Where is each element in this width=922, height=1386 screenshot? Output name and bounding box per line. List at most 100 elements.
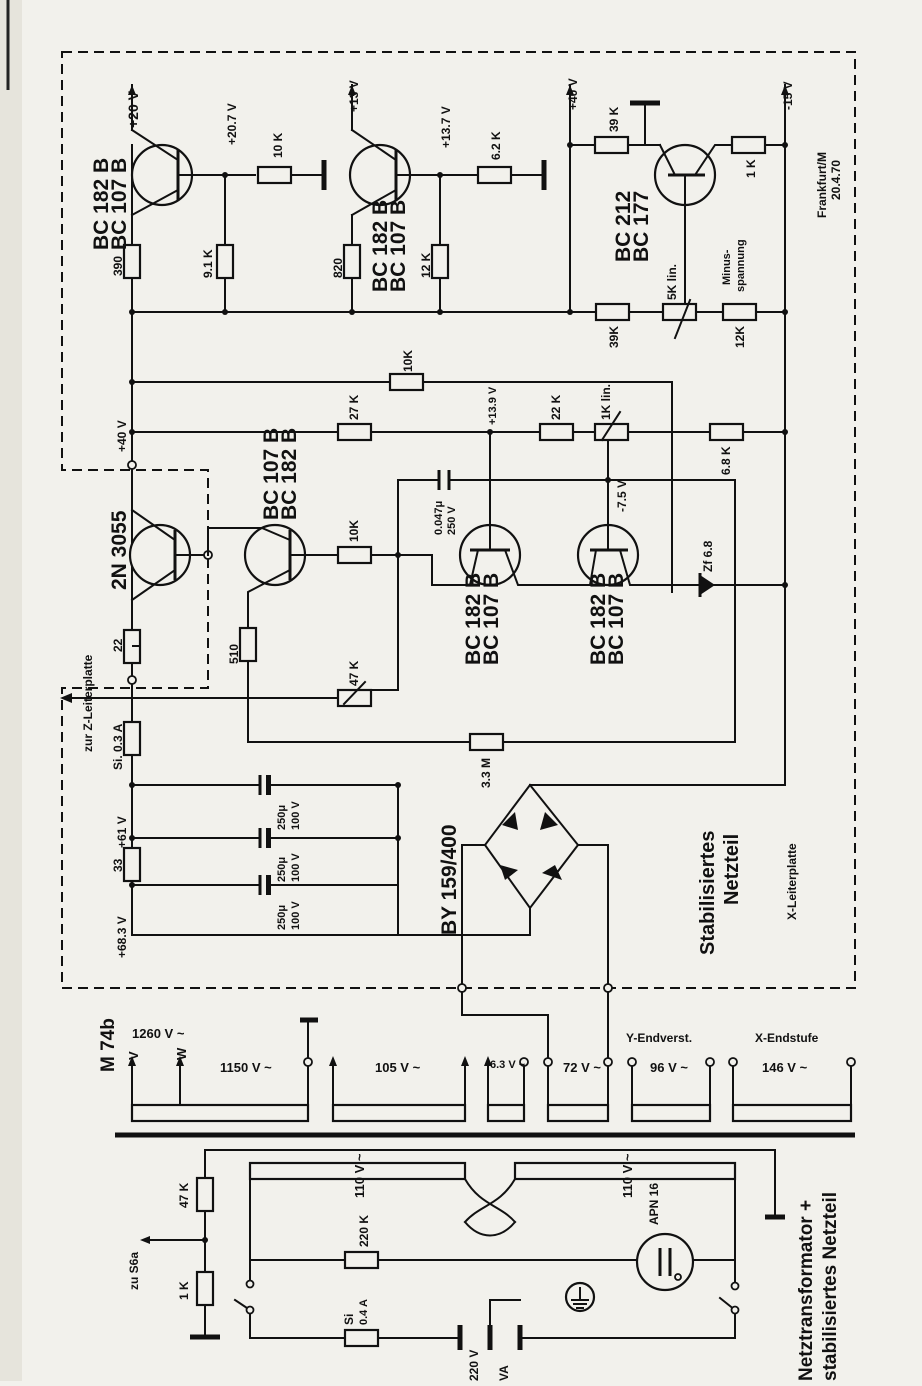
label-s2: 105 V ~ (375, 1060, 421, 1075)
label-t2-b: BC 107 B (387, 200, 410, 292)
wire-earth (489, 1299, 521, 1326)
label-zener: Zf 6.8 (701, 540, 715, 572)
label-r68k: 6.8 K (719, 446, 733, 475)
label-stab-1: Stabilisiertes (697, 830, 719, 955)
wire-filter-caps (131, 784, 399, 936)
wire-10k-feedback (131, 381, 673, 593)
transformer-secondaries (130, 1017, 853, 1123)
resistor-47k-arrow (342, 680, 367, 706)
label-v40b: +40 V (115, 420, 129, 452)
label-r39k-a: 39 K (607, 106, 621, 132)
label-t7-b: BC 107 B (605, 573, 628, 665)
arrow-minus15v (781, 85, 789, 95)
label-c047-b: 250 V (446, 506, 458, 535)
label-r10k-c: 10K (347, 520, 361, 542)
label-r27k: 27 K (347, 394, 361, 420)
label-c1-b: 100 V (290, 801, 302, 830)
label-frankfurt: Frankfurt/M (815, 152, 829, 218)
resistor-9k1 (215, 243, 235, 280)
transistor-t5 (207, 523, 339, 629)
label-c2-b: 100 V (290, 853, 302, 882)
resistor-12k-b (721, 302, 758, 322)
arrow-z-board (60, 693, 72, 703)
label-z-board: zur Z-Leiterplatte (81, 654, 95, 752)
wire-primary-shield (204, 1149, 776, 1216)
label-v75: -7.5 V (615, 480, 629, 512)
label-c3-a: 250μ (276, 905, 288, 930)
label-r10k-a: 10 K (271, 132, 285, 158)
label-t1-a: BC 182 B (90, 158, 113, 250)
label-fuse-1: Si. 0.3 A (111, 723, 125, 770)
label-c047-a: 0.047μ (433, 501, 445, 535)
label-c1-a: 250μ (276, 805, 288, 830)
label-r22: 22 (111, 638, 125, 652)
resistor-33 (122, 846, 142, 883)
label-r47k: 47 K (347, 660, 361, 686)
transistor-t3 (653, 143, 733, 306)
pot-5k (661, 302, 698, 322)
label-w-tap: W (174, 1047, 189, 1060)
label-t4: 2N 3055 (108, 510, 131, 590)
resistor-6k8 (708, 422, 745, 442)
label-t5-a: BC 107 B (260, 428, 283, 520)
resistor-27k (336, 422, 373, 442)
wire-cap-feedback (371, 479, 399, 691)
label-v15: -15 V (781, 81, 795, 110)
label-r5k: 5K lin. (665, 264, 679, 300)
resistor-220k (343, 1250, 380, 1270)
label-r510: 510 (227, 644, 241, 664)
label-fuse-2b: 0.4 A (358, 1299, 370, 1325)
fuse-si-04a (343, 1328, 380, 1348)
label-r10k-b: 10K (401, 350, 415, 372)
resistor-510 (238, 626, 258, 663)
resistor-12k-a (430, 243, 450, 280)
label-t7-a: BC 182 B (587, 573, 610, 665)
label-v13: +13 V (347, 80, 361, 112)
label-t6-a: BC 182 B (462, 573, 485, 665)
label-r12k-b: 12K (733, 326, 747, 348)
switch-right[interactable] (519, 1259, 737, 1339)
label-p1: 110 V ~ (352, 1153, 367, 1198)
label-s6a: zu S6a (127, 1252, 141, 1290)
transistor-t2 (348, 84, 479, 217)
label-r1k: 1 K (744, 159, 758, 178)
label-title-1: Netztransformator + (796, 1200, 817, 1381)
capacitor-c1 (258, 775, 271, 795)
label-minus-1: Minus- (721, 249, 733, 285)
label-t2-a: BC 182 B (369, 200, 392, 292)
label-t1-b: BC 107 B (108, 158, 131, 250)
switch-left[interactable] (233, 1259, 461, 1339)
board-outline (61, 51, 856, 989)
label-r1k-t: 1 K (177, 1281, 191, 1300)
resistor-22k (538, 422, 575, 442)
label-s3: 6.3 V ~ (490, 1059, 526, 1071)
label-r39k-b: 39K (607, 326, 621, 348)
fuse-si-03a (122, 720, 142, 757)
label-r390: 390 (111, 256, 125, 276)
label-r820: 820 (331, 258, 345, 278)
label-r22k: 22 K (549, 394, 563, 420)
label-v683: +68.3 V (115, 916, 129, 958)
resistor-1k (730, 135, 767, 155)
label-v139: +13.9 V (487, 386, 499, 425)
transistor-t6 (458, 431, 591, 587)
label-r1klin: 1K lin. (599, 384, 613, 420)
wire-510 (247, 660, 471, 743)
capacitor-c3 (258, 875, 271, 895)
label-v61: +61 V (115, 816, 129, 848)
scan-margin (0, 0, 22, 1381)
label-c2-a: 250μ (276, 857, 288, 882)
wire-10k-c (370, 554, 476, 586)
label-minus-2: spannung (735, 239, 747, 292)
label-r62k: 6.2 K (489, 131, 503, 160)
label-t3-a: BC 212 (612, 191, 635, 262)
label-s4: 72 V ~ (563, 1060, 601, 1075)
transistor-t7 (576, 439, 673, 587)
label-t5-b: BC 182 B (278, 428, 301, 520)
pot-1k-wiper (600, 410, 622, 442)
label-s6-name: X-Endstufe (755, 1031, 819, 1045)
resistor-47k-t (195, 1176, 215, 1213)
glow-lamp (635, 1232, 695, 1292)
